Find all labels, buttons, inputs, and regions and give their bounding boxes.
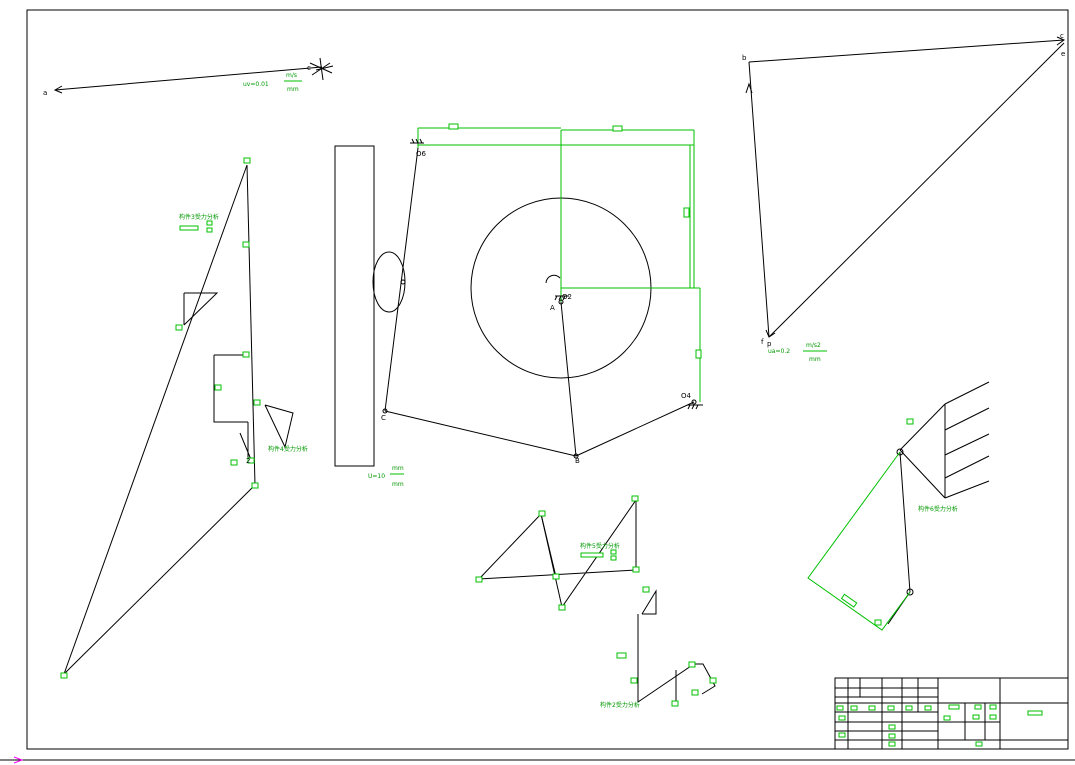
ucs-icon	[13, 756, 24, 764]
velocity-polygon: a c uv=0.01 m/s mm	[43, 57, 334, 97]
point-A: A	[550, 304, 555, 312]
center-force-diagram: 构件5受力分析 构件2受力分析	[475, 495, 717, 709]
left-force-diagram: 构件3受力分析 构件4受力分析 2	[60, 157, 308, 679]
slider-guide: U=10 mm mm	[334, 145, 406, 488]
force-label-left-upper: 构件3受力分析	[179, 213, 219, 221]
accel-point-f: f	[761, 338, 764, 346]
point-O6: O6	[416, 150, 427, 158]
point-B: B	[575, 457, 580, 465]
accel-point-e: e	[1061, 50, 1065, 58]
velocity-scale-den: mm	[287, 86, 299, 93]
length-scale-num: mm	[392, 465, 404, 472]
title-block	[834, 677, 1069, 750]
mechanism: A B C O4 O6 O2	[381, 123, 703, 465]
accel-scale: ua=0.2	[768, 348, 790, 355]
right-force-diagram: 构件6受力分析	[807, 381, 990, 631]
length-scale: U=10	[368, 473, 385, 480]
force-label-center-lower: 构件2受力分析	[600, 701, 640, 709]
force-label-left-lower: 构件4受力分析	[268, 445, 308, 453]
force-label-center-upper: 构件5受力分析	[580, 542, 620, 550]
length-scale-den: mm	[392, 481, 404, 488]
accel-point-c: c	[1060, 32, 1064, 40]
point-C: C	[381, 414, 386, 422]
velocity-point-c: c	[307, 64, 311, 72]
velocity-scale-num: m/s	[286, 72, 297, 79]
drawing-frame	[26, 9, 1069, 750]
accel-scale-num: m/s2	[806, 342, 821, 349]
label-2: 2	[246, 457, 250, 465]
acceleration-polygon: b c e f p ua=0.2 m/s2 mm	[742, 32, 1065, 363]
velocity-point-a: a	[43, 89, 47, 97]
point-O2: O2	[562, 293, 572, 301]
force-label-right: 构件6受力分析	[918, 505, 958, 513]
accel-point-b: b	[742, 54, 747, 62]
accel-point-p: p	[767, 340, 772, 348]
accel-scale-den: mm	[809, 356, 821, 363]
velocity-scale: uv=0.01	[243, 81, 269, 88]
point-O4: O4	[681, 392, 692, 400]
